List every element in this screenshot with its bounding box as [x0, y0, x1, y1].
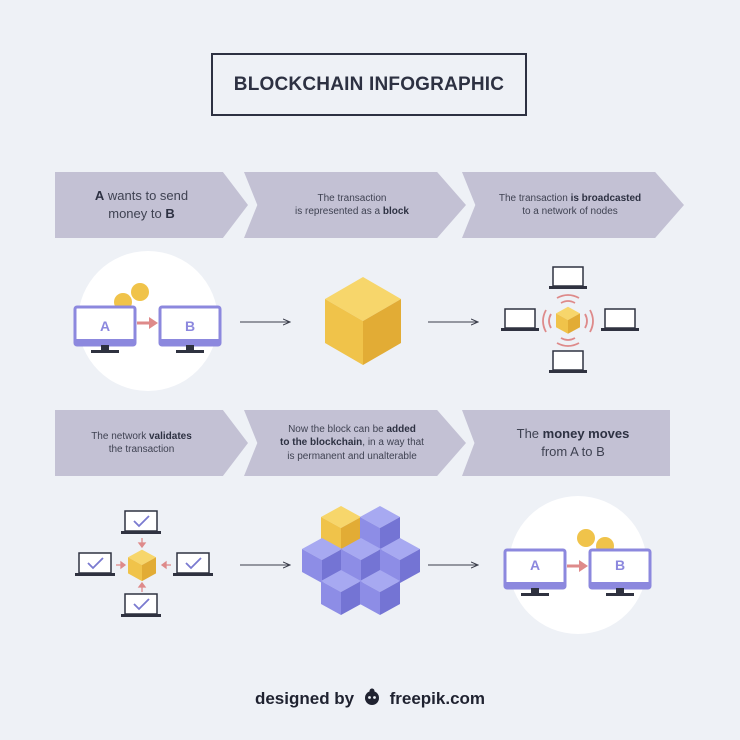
- step-3-banner: The transaction is broadcasted to a netw…: [462, 172, 684, 238]
- checkmark-icon: [172, 552, 214, 577]
- checkmark-icon: [74, 552, 116, 577]
- svg-text:A: A: [100, 318, 110, 334]
- laptop-icon: [500, 308, 540, 332]
- monitor-icon: B: [588, 548, 652, 596]
- signal-icon: [542, 294, 594, 347]
- monitor-icon: A: [73, 305, 137, 353]
- monitor-icon: B: [158, 305, 222, 353]
- checkmark-icon: [120, 510, 162, 535]
- page-title: BLOCKCHAIN INFOGRAPHIC: [211, 53, 527, 116]
- step-4-banner: The network validates the transaction: [55, 410, 248, 476]
- credit: designed by freepik.com: [0, 688, 740, 711]
- scene-1-circle: [78, 251, 218, 391]
- cube-icon: [556, 306, 580, 334]
- step-2-banner: The transaction is represented as a bloc…: [244, 172, 466, 238]
- laptop-icon: [548, 266, 588, 290]
- laptop-icon: [548, 350, 588, 374]
- step-1-banner: A wants to send money to B: [55, 172, 248, 238]
- cube-icon: [325, 277, 401, 365]
- cube-icon: [302, 506, 420, 615]
- checkmark-icon: [120, 593, 162, 618]
- monitor-icon: A: [503, 548, 567, 596]
- svg-text:B: B: [185, 318, 195, 334]
- step-6-banner: The money moves from A to B: [462, 410, 670, 476]
- step-5-banner: Now the block can be added to the blockc…: [244, 410, 466, 476]
- laptop-icon: [600, 308, 640, 332]
- arrow-icon: [116, 538, 171, 592]
- freepik-logo-icon: [362, 688, 382, 711]
- svg-text:B: B: [615, 557, 625, 573]
- svg-text:A: A: [530, 557, 540, 573]
- cube-icon: [128, 549, 156, 582]
